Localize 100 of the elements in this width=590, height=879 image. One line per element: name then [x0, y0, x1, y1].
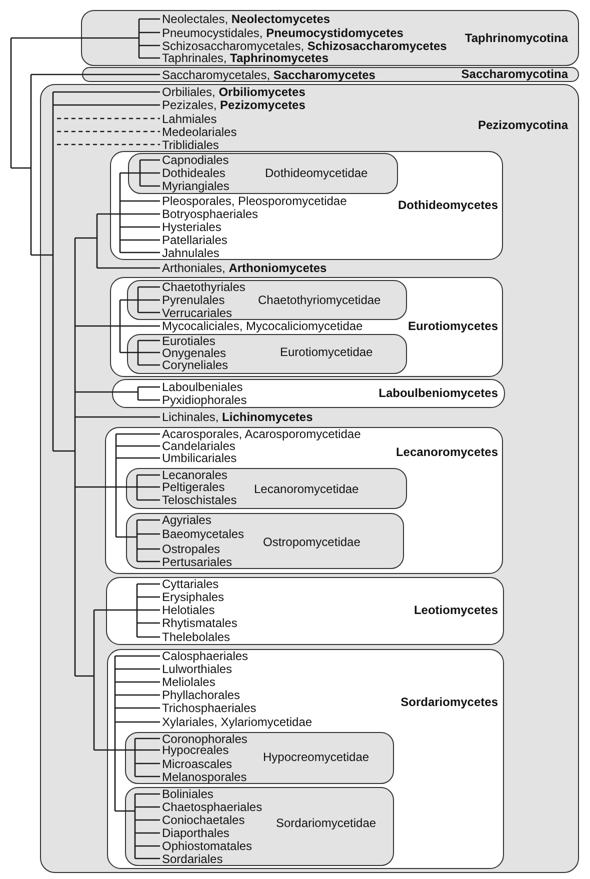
tree-branch — [75, 325, 120, 327]
subclass-label: Chaetothyriomycetidae — [258, 294, 381, 306]
tree-branch — [135, 858, 160, 860]
tree-branch — [137, 583, 160, 585]
tree-branch — [135, 806, 160, 808]
tree-branch — [135, 749, 160, 751]
tree-branch — [120, 252, 160, 254]
taxon-label: Umbilicariales — [160, 452, 237, 464]
subclass-label: Ostropomycetidae — [263, 536, 360, 548]
tree-branch — [119, 214, 121, 227]
class-box — [106, 577, 504, 645]
tree-branch — [137, 548, 160, 550]
taxon-label: Botryosphaeriales — [160, 208, 258, 220]
tree-branch — [136, 487, 138, 500]
tree-branch — [11, 167, 31, 169]
tree-branch — [119, 326, 121, 352]
subphylum-label: Pezizomycotina — [478, 118, 568, 132]
tree-branch — [137, 387, 139, 392]
tree-branch — [138, 19, 140, 32]
tree-branch — [93, 610, 95, 676]
tree-branch — [135, 845, 160, 847]
tree-branch — [135, 762, 160, 764]
tree-branch — [114, 708, 116, 722]
tree-branch — [120, 239, 160, 241]
tree-branch — [137, 352, 139, 365]
tree-branch — [137, 519, 160, 521]
tree-branch — [136, 475, 138, 487]
tree-branch — [115, 681, 160, 683]
taxon-label: Rhytismatales — [160, 617, 238, 629]
taxon-label: Pyxidiophorales — [160, 394, 247, 406]
tree-branch — [120, 200, 160, 202]
taxon-label: Helotiales — [160, 604, 215, 616]
taxon-label: Arthoniales, Arthoniomycetes — [160, 262, 327, 274]
tree-branch — [75, 486, 116, 488]
taxon-label: Ophiostomatales — [160, 840, 252, 852]
tree-branch — [114, 722, 116, 750]
taxon-label: Jahnulales — [160, 246, 220, 258]
taxon-label: Chaetosphaeriales — [160, 801, 262, 813]
taxon-label: Capnodiales — [160, 154, 229, 166]
tree-branch — [137, 392, 139, 400]
tree-branch — [116, 445, 160, 447]
subphylum-label: Taphrinomycotina — [464, 32, 568, 44]
tree-branch — [135, 832, 160, 834]
class-label: Eurotiomycetes — [408, 320, 498, 332]
subclass-label: Hypocreomycetidae — [263, 750, 370, 764]
subphylum-panel — [82, 67, 579, 82]
tree-branch — [134, 846, 136, 858]
tree-branch — [138, 399, 160, 401]
tree-branch — [119, 300, 121, 326]
tree-branch — [74, 417, 76, 451]
tree-branch — [53, 450, 75, 452]
tree-branch — [97, 213, 120, 215]
taxon-label: Pertusariales — [160, 556, 232, 568]
tree-branch — [135, 793, 160, 795]
tree-branch — [115, 749, 135, 751]
tree-branch — [115, 487, 117, 537]
tree-branch — [114, 682, 116, 695]
subclass-label: Sordariomycetidae — [276, 816, 376, 830]
tree-branch — [134, 807, 136, 811]
tree-branch — [52, 92, 54, 105]
tree-branch — [115, 694, 160, 696]
tree-branch — [114, 656, 116, 669]
subclass-box — [125, 732, 394, 784]
tree-branch — [138, 46, 140, 58]
taxon-label: Thelebolales — [160, 631, 230, 643]
tree-branch — [138, 352, 160, 354]
taxon-label: Trichosphaeriales — [160, 702, 256, 714]
subclass-label: Lecanoromycetidae — [254, 482, 359, 496]
tree-branch — [137, 533, 160, 535]
taxon-label: Sordariales — [160, 852, 223, 864]
taxon-label: Lulworthiales — [160, 663, 232, 675]
tree-branch — [57, 130, 160, 132]
tree-branch — [138, 38, 140, 46]
taxon-label: Diaporthales — [160, 827, 230, 839]
tree-branch — [31, 74, 160, 76]
tree-branch — [137, 622, 160, 624]
subclass-box — [128, 153, 398, 194]
taxon-label: Meliolales — [160, 676, 216, 688]
tree-branch — [137, 340, 139, 352]
tree-branch — [138, 286, 160, 288]
taxon-label: Mycocaliciales, Mycocaliciomycetidae — [160, 320, 363, 332]
tree-branch — [115, 434, 117, 446]
tree-branch — [120, 172, 140, 174]
tree-branch — [136, 623, 138, 637]
tree-branch — [139, 44, 160, 46]
tree-branch — [119, 201, 121, 214]
taxon-label: Neolectales, Neolectomycetes — [160, 13, 330, 25]
tree-branch — [115, 655, 160, 657]
tree-branch — [115, 707, 160, 709]
tree-branch — [115, 446, 117, 458]
subphylum-panel — [40, 84, 579, 873]
tree-branch — [137, 636, 160, 638]
taxon-label: Hysteriales — [160, 221, 222, 233]
taxon-label: Xylariales, Xylariomycetidae — [160, 716, 312, 728]
tree-branch — [135, 819, 160, 821]
tree-branch — [136, 610, 138, 623]
class-box — [112, 379, 505, 408]
subclass-box — [126, 468, 407, 509]
taxon-label: Pezizales, Pezizomycetes — [160, 99, 306, 111]
tree-branch — [140, 172, 160, 174]
